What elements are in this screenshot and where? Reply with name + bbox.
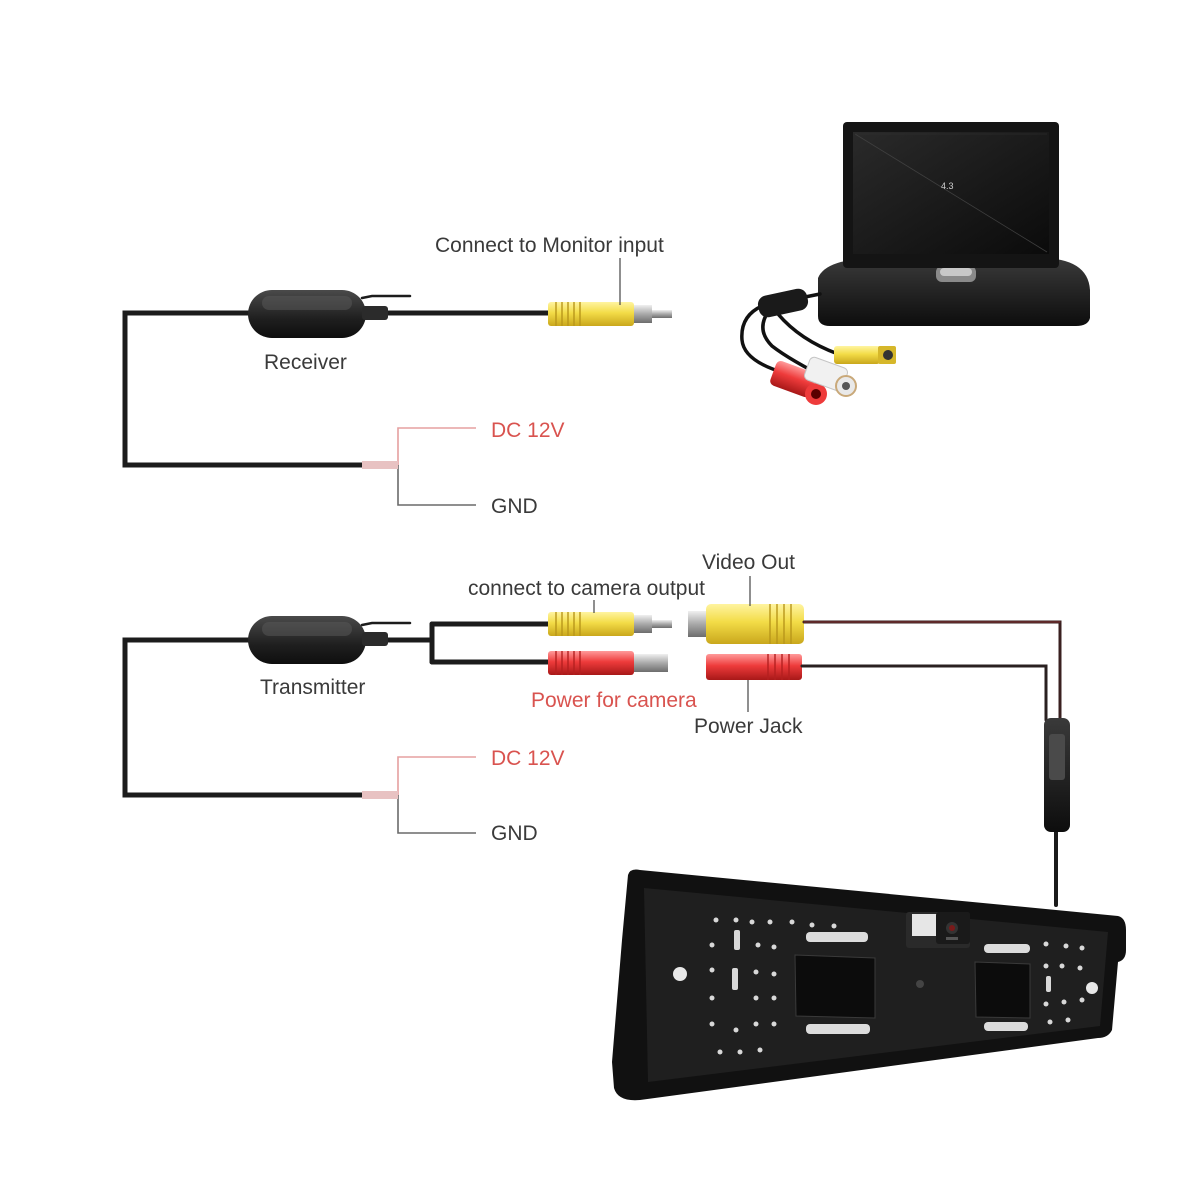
receiver-gnd-label: GND — [491, 495, 538, 518]
video-out-label: Video Out — [702, 551, 796, 574]
receiver-rca-plug — [548, 302, 672, 326]
monitor-rca-white-jack — [804, 356, 857, 397]
transmitter-rca-plug — [548, 612, 672, 636]
receiver-cable — [122, 294, 553, 468]
monitor — [818, 122, 1090, 326]
camera-output-label: connect to camera output — [468, 577, 705, 600]
receiver-power-split — [362, 427, 476, 506]
transmitter-gnd-label: GND — [491, 822, 538, 845]
camera-video-jack — [688, 604, 804, 644]
monitor-cable-splitter — [757, 288, 809, 318]
monitor-rca-red-jack — [770, 361, 827, 405]
monitor-rca-yellow-jack — [834, 346, 896, 364]
transmitter-power-split — [362, 756, 476, 834]
receiver-label: Receiver — [264, 351, 347, 374]
transmitter-dc-label: DC 12V — [491, 747, 565, 770]
transmitter-power-plug — [548, 651, 668, 675]
license-plate-camera — [612, 869, 1126, 1101]
camera-power-label: Power for camera — [531, 689, 697, 712]
transmitter-label: Transmitter — [260, 676, 366, 699]
monitor-screen-size: 4.3 — [941, 181, 954, 191]
camera-power-jack — [706, 654, 802, 680]
camera-cable — [800, 620, 1062, 907]
transmitter-cable — [122, 621, 553, 798]
camera-cable-splice — [1044, 718, 1070, 832]
monitor-input-label: Connect to Monitor input — [435, 234, 664, 257]
receiver-module — [248, 290, 388, 338]
transmitter-module — [248, 616, 388, 664]
power-jack-label: Power Jack — [694, 715, 803, 738]
receiver-dc-label: DC 12V — [491, 419, 565, 442]
